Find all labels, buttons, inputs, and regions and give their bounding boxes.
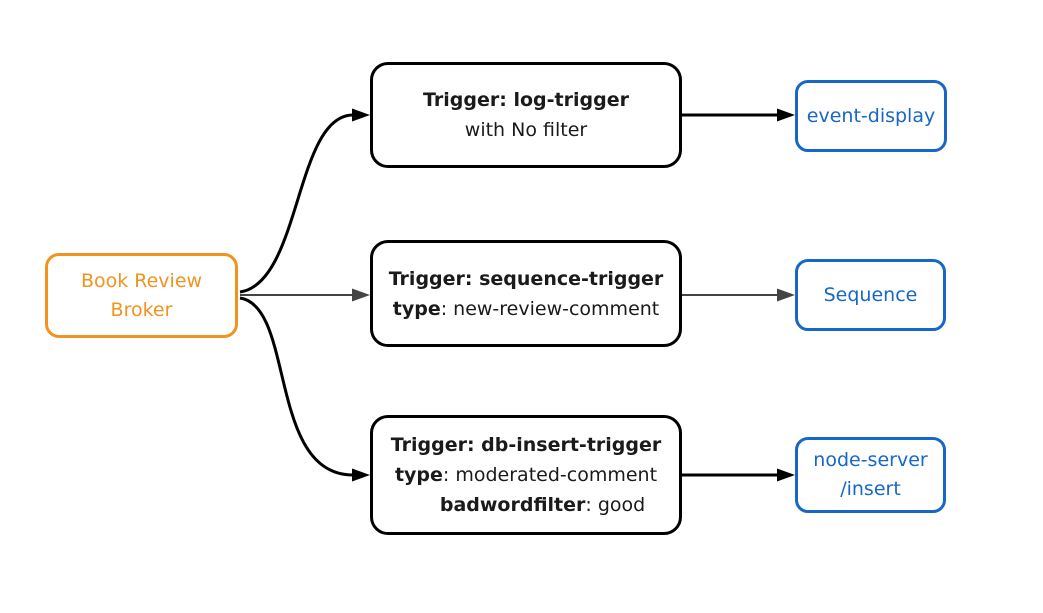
node-node-server-insert: node-server /insert: [795, 437, 946, 513]
edge-broker-to-db-insert-trigger: [239, 296, 370, 482]
sink-label: node-server /insert: [813, 449, 928, 500]
node-sequence: Sequence: [795, 259, 946, 331]
sink-label: Sequence: [823, 283, 918, 306]
edge-broker-to-log-trigger: [239, 108, 370, 294]
node-broker: Book Review Broker: [45, 253, 238, 338]
sink-label: event-display: [806, 104, 936, 127]
broker-label: Book Review Broker: [80, 269, 203, 321]
node-event-display: event-display: [795, 80, 947, 152]
